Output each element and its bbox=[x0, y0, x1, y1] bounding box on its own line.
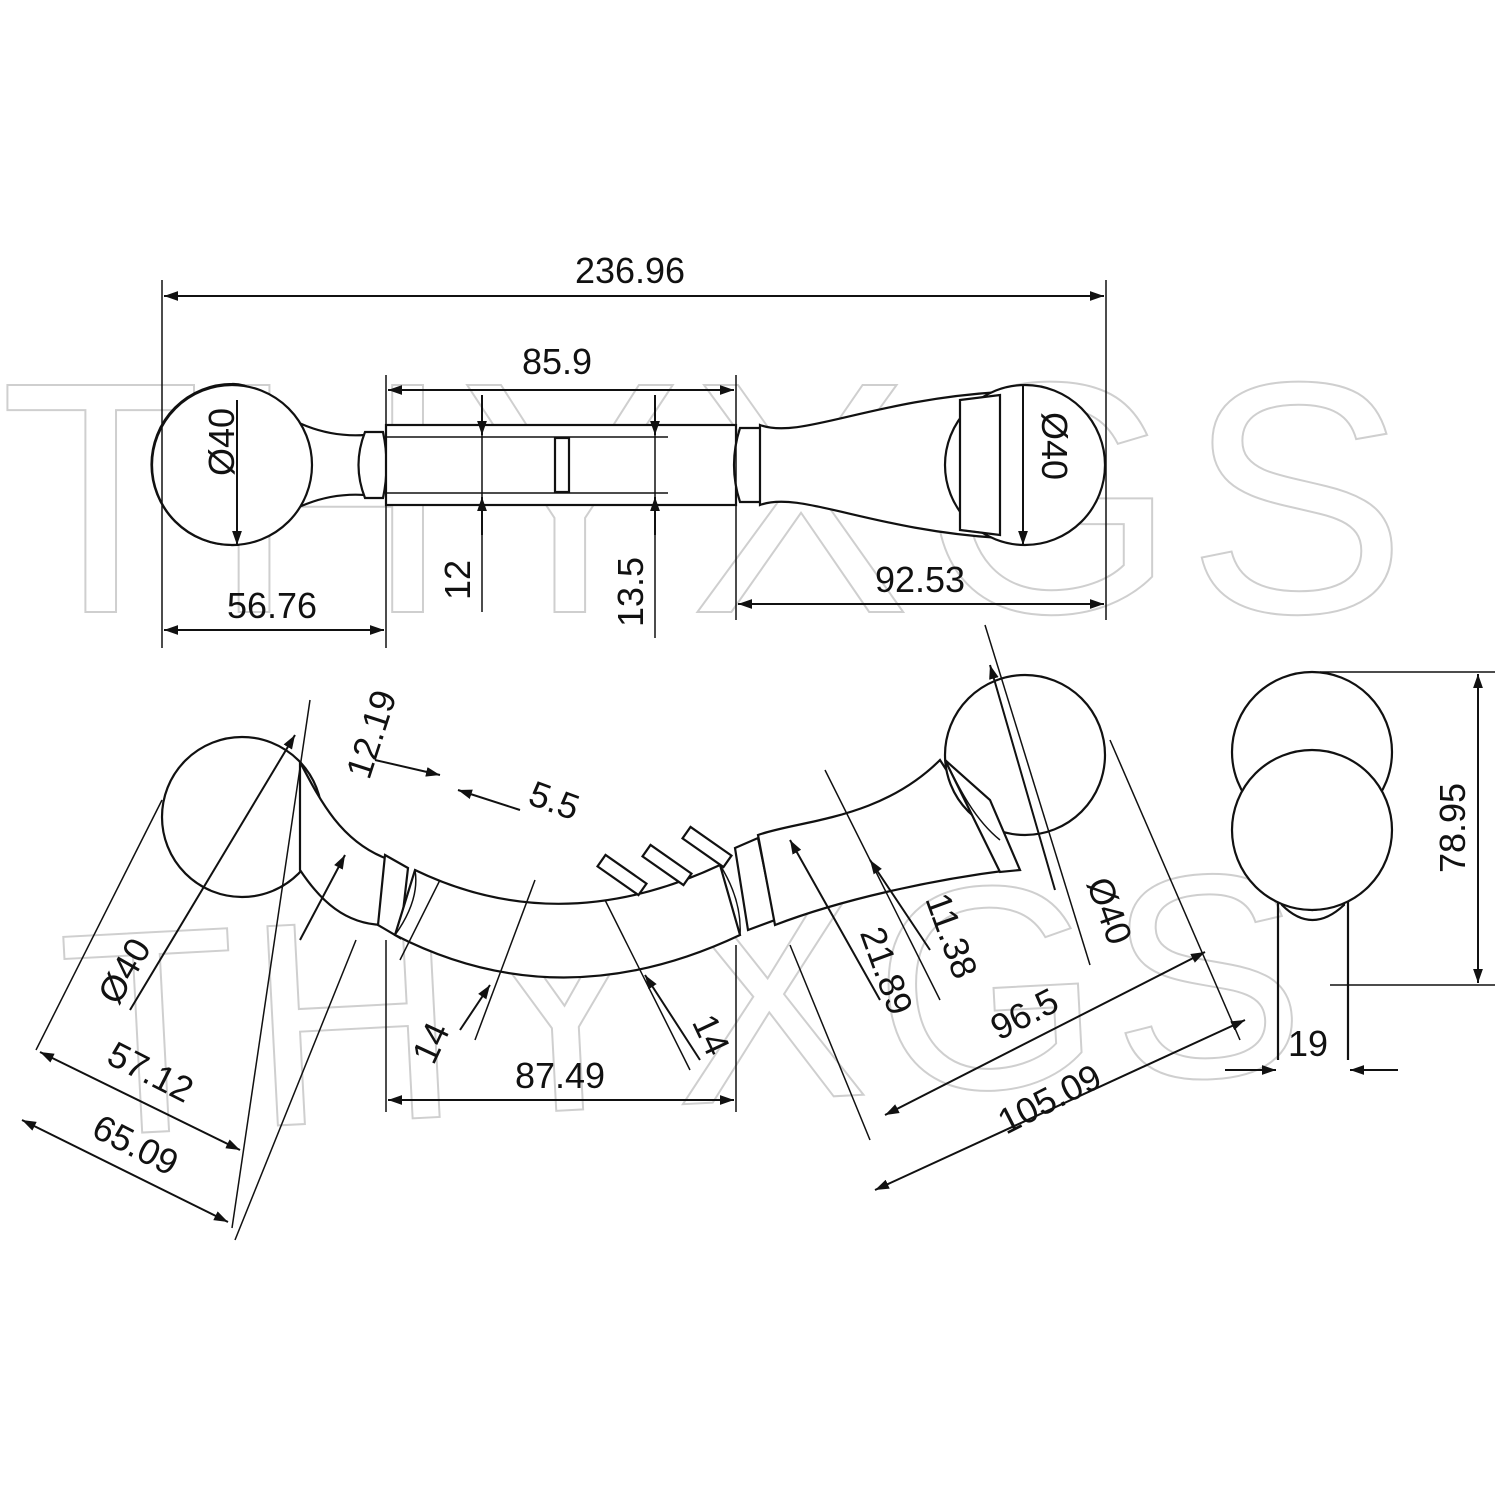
label-top-left-diameter: Ø40 bbox=[201, 408, 242, 476]
label-height: 78.95 bbox=[1432, 783, 1473, 873]
label-overall-length: 236.96 bbox=[575, 250, 685, 291]
side-view: 78.95 19 bbox=[1225, 670, 1495, 1075]
label-12-19: 12.19 bbox=[338, 685, 405, 783]
front-screw-2 bbox=[640, 843, 694, 887]
label-bar-length: 85.9 bbox=[522, 341, 592, 382]
side-stem bbox=[1276, 890, 1350, 1060]
top-bar-slot bbox=[553, 436, 571, 494]
front-screw-3 bbox=[680, 825, 734, 869]
top-view: 236.96 85.9 56.76 92.53 Ø40 Ø40 12 13.5 bbox=[150, 250, 1107, 648]
front-bar bbox=[393, 863, 742, 979]
label-dim-12: 12 bbox=[437, 560, 478, 600]
top-left-collar bbox=[357, 430, 388, 500]
label-5-5: 5.5 bbox=[524, 772, 585, 828]
label-width: 19 bbox=[1288, 1023, 1328, 1064]
top-left-knob-ball bbox=[150, 383, 314, 547]
label-top-right-diameter: Ø40 bbox=[1034, 412, 1075, 480]
front-left-knob-ball bbox=[160, 735, 324, 899]
label-87-49: 87.49 bbox=[515, 1055, 605, 1096]
label-left-offset: 56.76 bbox=[227, 585, 317, 626]
dim-line-65-09 bbox=[21, 1119, 229, 1223]
label-right-offset: 92.53 bbox=[875, 559, 965, 600]
front-screw bbox=[595, 853, 649, 897]
label-dim-13-5: 13.5 bbox=[610, 557, 651, 627]
dim-line-105-09 bbox=[874, 1019, 1246, 1191]
side-knob-front bbox=[1230, 748, 1394, 912]
